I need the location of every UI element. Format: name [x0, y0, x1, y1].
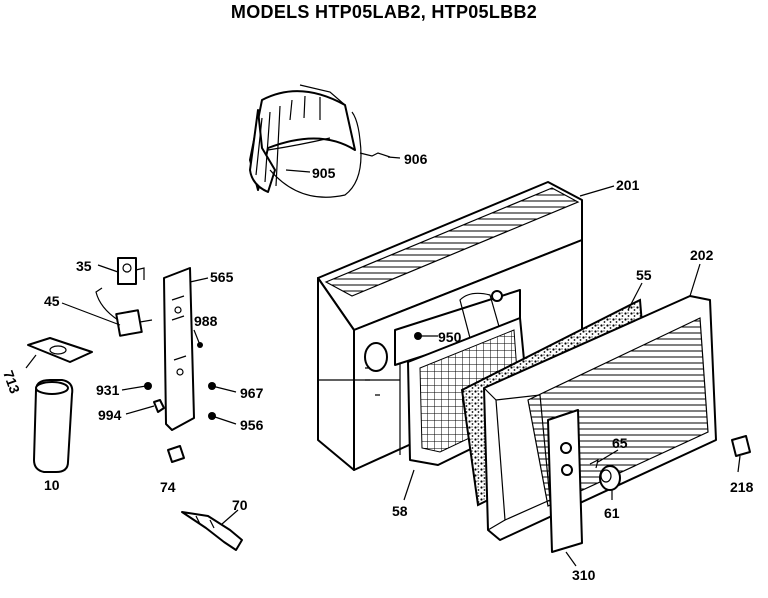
diagram-title: MODELS HTP05LAB2, HTP05LBB2	[230, 2, 538, 22]
callout-74: 74	[160, 479, 176, 495]
callout-994: 994	[98, 407, 122, 423]
callout-713: 713	[0, 368, 23, 396]
callout-310: 310	[572, 567, 596, 583]
callout-10: 10	[44, 477, 60, 493]
callout-956: 956	[240, 417, 264, 433]
callout-565: 565	[210, 269, 234, 285]
rotary-switch	[95, 287, 153, 337]
callout-65: 65	[612, 435, 628, 451]
leader-lines	[25, 156, 741, 567]
callout-58: 58	[392, 503, 408, 519]
screw-967	[208, 382, 237, 393]
mounting-bracket	[163, 267, 195, 431]
capacitor	[33, 379, 74, 473]
capacitor-bracket	[27, 337, 93, 363]
control-panel	[547, 409, 583, 553]
knob-spring	[589, 458, 599, 469]
callout-45: 45	[44, 293, 60, 309]
thermostat	[117, 257, 145, 285]
callout-218: 218	[730, 479, 754, 495]
power-cord	[181, 511, 243, 551]
screw-931	[144, 382, 152, 390]
callout-950: 950	[438, 329, 462, 345]
callout-61: 61	[604, 505, 620, 521]
screw-950	[414, 332, 438, 340]
retaining-clip	[359, 152, 391, 158]
fan-shroud	[249, 84, 362, 198]
callout-202: 202	[690, 247, 714, 263]
callout-labels: 35 45 565 988 713 931 994 967 956 10 74 …	[0, 151, 753, 583]
callout-70: 70	[232, 497, 248, 513]
callout-201: 201	[616, 177, 640, 193]
callout-931: 931	[96, 382, 120, 398]
control-knob	[599, 465, 621, 491]
clip-74	[167, 445, 185, 463]
callout-967: 967	[240, 385, 264, 401]
end-cap	[731, 435, 751, 457]
callout-905: 905	[312, 165, 336, 181]
callout-988: 988	[194, 313, 218, 329]
callout-906: 906	[404, 151, 428, 167]
screw-994	[153, 399, 165, 413]
screw-956	[208, 412, 237, 425]
callout-35: 35	[76, 258, 92, 274]
callout-55: 55	[636, 267, 652, 283]
